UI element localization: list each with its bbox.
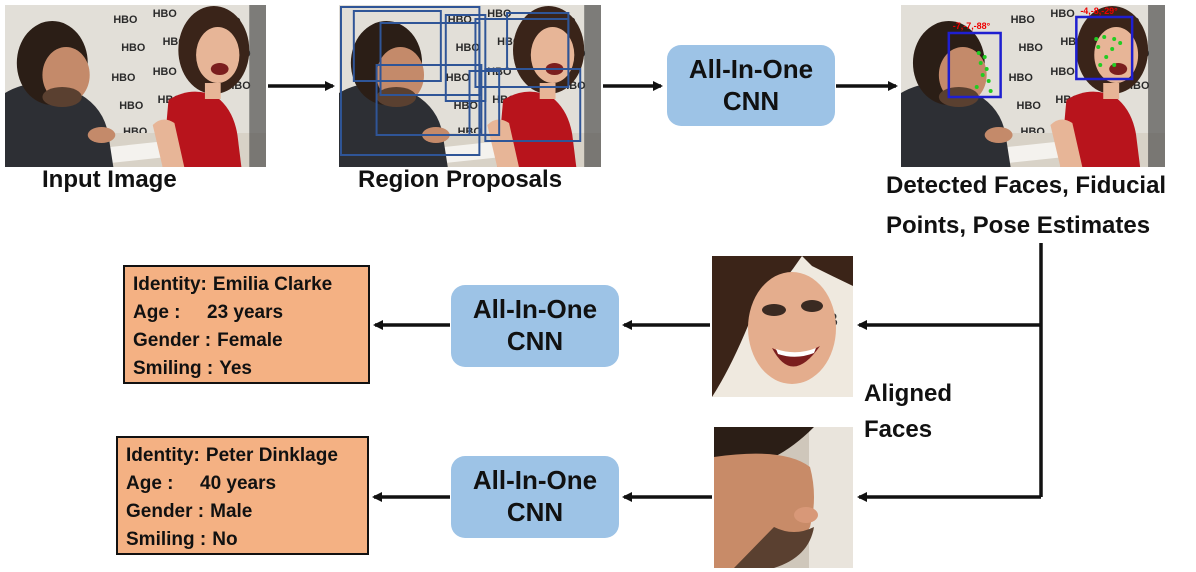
cnn-middle-line2: CNN [506,326,564,356]
cnn-bottom-line1: All-In-One [472,465,598,496]
result-row: Smiling :No [126,529,238,550]
detected-faces-image: -7,-7,-88° -4,-8,-29° [901,5,1165,167]
face-box-right [1075,15,1134,81]
caption-detected: Detected Faces, Fiducial Points, Pose Es… [886,166,1166,246]
result-row: Identity:Emilia Clarke [133,274,333,295]
caption-aligned: Aligned Faces [864,376,952,448]
cnn-box-top: All-In-One CNN [667,45,835,126]
cnn-middle-line1: All-In-One [472,294,598,325]
proposal-boxes [339,6,582,156]
result-row: Gender :Male [126,501,253,522]
pose-label-right: -4,-8,-29° [1080,6,1118,16]
caption-region-proposals: Region Proposals [358,166,563,193]
caption-detected-line2: Points, Pose Estimates [886,212,1151,239]
face-box-left [947,31,1002,99]
cnn-top-line1: All-In-One [688,53,814,84]
aligned-face-man [714,427,853,568]
result-row: Age :40 years [126,473,277,494]
result-row: Gender :Female [133,330,283,351]
caption-input-image: Input Image [42,166,177,193]
result-box-peter: Identity:Peter Dinklage Age :40 years Ge… [116,436,369,555]
caption-aligned-line1: Aligned [864,380,952,407]
caption-detected-line1: Detected Faces, Fiducial [886,172,1167,199]
result-row: Age :23 years [133,302,284,323]
region-proposals-image [339,5,601,167]
cnn-box-bottom: All-In-One CNN [451,456,619,538]
result-row: Identity:Peter Dinklage [126,445,338,466]
cnn-bottom-line2: CNN [506,497,564,527]
cnn-top-line2: CNN [722,85,780,116]
fiducial-points [974,35,1123,93]
aligned-face-woman: HB [712,256,853,397]
result-box-emilia: Identity:Emilia Clarke Age :23 years Gen… [123,265,370,384]
pose-label-left: -7,-7,-88° [953,21,991,31]
result-row: Smiling :Yes [133,358,252,379]
cnn-box-middle: All-In-One CNN [451,285,619,367]
caption-aligned-line2: Faces [864,416,933,443]
